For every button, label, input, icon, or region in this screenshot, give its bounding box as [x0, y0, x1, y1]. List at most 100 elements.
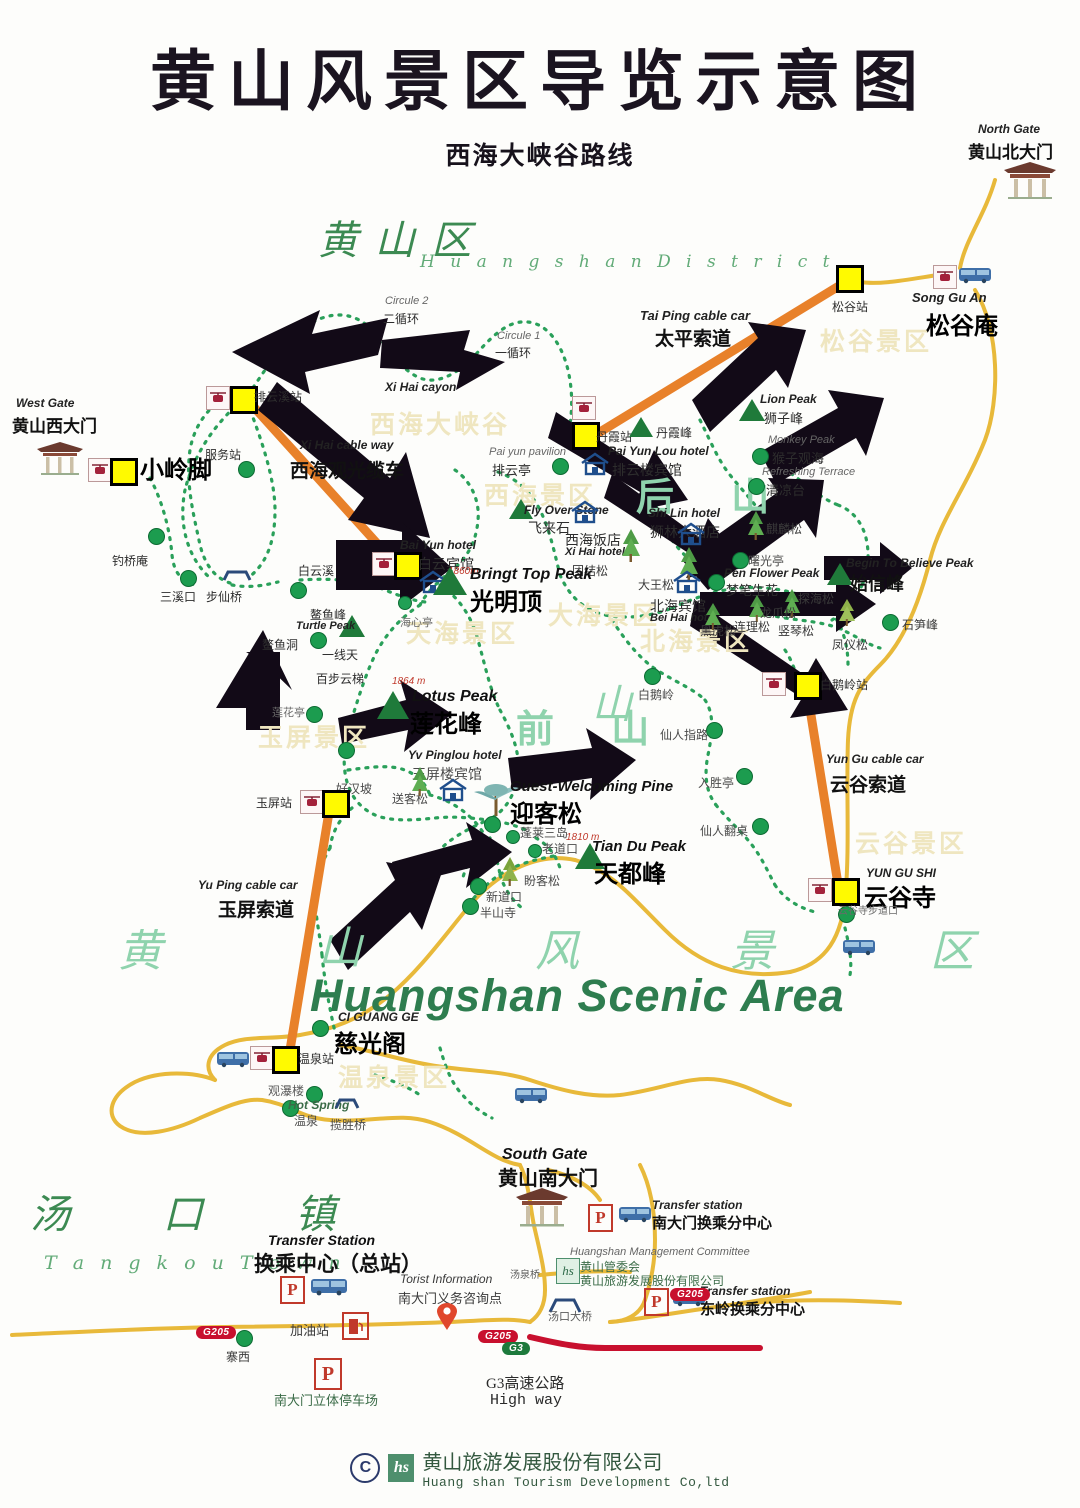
company-logo-icon: hs — [388, 1454, 415, 1482]
page-title: 黄山风景区导览示意图 — [150, 43, 930, 120]
node-shuguangting[interactable] — [732, 552, 749, 569]
cableline-xihai — [238, 390, 397, 565]
cablecar-icon-baieling[interactable] — [762, 672, 786, 696]
node-monkey-peak[interactable] — [752, 448, 769, 465]
cablecar-icon-paiyunxi[interactable] — [206, 386, 230, 410]
west-gate-label-cn: 黄山西大门 — [12, 417, 97, 436]
node-lianhuating[interactable] — [306, 706, 323, 723]
road-shield-g3: G3 — [502, 1342, 531, 1355]
lotus-peak-elevation: 1864 m — [392, 676, 426, 687]
scenic-label-tianhai: 天海景区 — [406, 619, 519, 648]
node-hotspring[interactable] — [282, 1100, 299, 1117]
station-yungusi[interactable] — [832, 878, 860, 906]
pine-icon-songkesong — [410, 766, 430, 796]
node-zhaixi[interactable] — [236, 1330, 253, 1347]
node-paiyun-pavilion[interactable] — [552, 458, 569, 475]
label-laodaokou: 老道口 — [542, 842, 579, 856]
label-fengyisong: 凤仪松 — [832, 638, 869, 652]
road-shield-g205-west: G205 — [196, 1326, 237, 1339]
cablecar-icon-wenquan[interactable] — [250, 1046, 274, 1070]
yungu-cablecar-label-cn: 云谷索道 — [830, 775, 907, 796]
node-guanpulou[interactable] — [306, 1086, 323, 1103]
node-banshansi[interactable] — [462, 898, 479, 915]
peak-icon-turtle — [338, 614, 366, 638]
refreshing-terrace-label-cn: 清凉台 — [766, 483, 806, 498]
xihai-canyon-label-en: Xi Hai cayon — [385, 380, 457, 394]
paiyun-pavilion-label-cn: 排云亭 — [492, 463, 532, 478]
refreshing-terrace-label-en: Refreshing Terrace — [762, 466, 856, 478]
hotspring-label-en: Hot Spring — [288, 1098, 350, 1112]
cablecar-icon-danxia[interactable] — [572, 396, 596, 420]
node-haixinting[interactable] — [398, 596, 412, 610]
cablecar-icon-yuping[interactable] — [300, 790, 324, 814]
station-danxia[interactable] — [572, 422, 600, 450]
cablecar-icon-songguan[interactable] — [933, 265, 957, 289]
label-tuanjiesong: 团结松 — [572, 564, 609, 578]
node-baieling[interactable] — [644, 668, 661, 685]
yungusi-label-en: YUN GU SHI — [866, 866, 937, 880]
copyright-icon: C — [350, 1453, 381, 1483]
node-diaoqiaoan[interactable] — [148, 528, 165, 545]
station-yuping-label: 玉屏站 — [256, 796, 293, 810]
south-gate-label-cn: 黄山南大门 — [498, 1168, 598, 1190]
node-penglai[interactable] — [506, 830, 520, 844]
bus-icon-south-transfer — [618, 1203, 652, 1223]
node-baiyunxi[interactable] — [290, 582, 307, 599]
yingkesong-label-cn: 迎客松 — [510, 801, 582, 828]
hotspring-label-cn: 温泉 — [294, 1114, 319, 1128]
feilaishi-label-en: Fly Over Stone — [524, 503, 609, 517]
station-xiaolingjiao-label: 小岭脚 — [140, 457, 212, 484]
tourist-info-label-cn: 南大门义务咨询点 — [398, 1291, 503, 1306]
node-shisunfeng[interactable] — [882, 614, 899, 631]
north-gate-label-en: North Gate — [978, 122, 1041, 136]
baiyun-hotel-label-cn: 白云宾馆 — [418, 556, 474, 572]
node-yingkesong[interactable] — [484, 816, 501, 833]
road-shield-g205-east: G205 — [670, 1288, 711, 1301]
node-ciguangge[interactable] — [312, 1020, 329, 1037]
xihai-cableway-label-cn: 西海观光缆车 — [290, 461, 405, 482]
scenic-label-songgu: 松谷景区 — [820, 327, 933, 356]
station-wenquan[interactable] — [272, 1046, 300, 1074]
node-refreshing-terrace[interactable] — [748, 478, 765, 495]
cablecar-icon-xiaolingjiao[interactable] — [88, 458, 112, 482]
south-gate-icon — [512, 1186, 572, 1228]
station-songgu[interactable] — [836, 265, 864, 293]
taiping-cablecar-label-cn: 太平索道 — [655, 329, 732, 350]
transfer-south-label-cn: 南大门换乘分中心 — [652, 1215, 773, 1232]
node-sanxikou[interactable] — [180, 570, 197, 587]
label-diaoqiaoan: 钓桥庵 — [112, 554, 149, 568]
node-fuwuzhan[interactable] — [238, 461, 255, 478]
node-xianrenfanzhuo[interactable] — [752, 818, 769, 835]
cablecar-icon-baiyun[interactable] — [372, 552, 396, 576]
node-aoyudong[interactable] — [310, 632, 327, 649]
peak-icon-lotus — [376, 690, 410, 720]
xihai-cableway-label-en: Xi Hai cable way — [300, 438, 394, 452]
node-xianrenzhilu[interactable] — [706, 722, 723, 739]
map-pin-icon-tourist-info — [437, 1303, 457, 1330]
parking-icon-east: P — [644, 1288, 669, 1316]
cablecar-icon-yungusi[interactable] — [808, 878, 832, 902]
station-paiyunxi[interactable] — [230, 386, 258, 414]
bus-icon-wenquan — [216, 1048, 250, 1068]
label-baieling: 白鹅岭 — [638, 688, 675, 702]
guangmingding-label-cn: 光明顶 — [470, 589, 542, 616]
peak-icon-tiandu — [574, 842, 606, 870]
guangmingding-elevation: 1860m — [448, 566, 479, 577]
station-xiaolingjiao[interactable] — [110, 458, 138, 486]
station-baieling[interactable] — [794, 672, 822, 700]
begin-to-believe-label-en: Begin To Believe Peak — [846, 556, 974, 570]
station-wenquan-label: 温泉站 — [298, 1052, 335, 1066]
footer-company-en: Huang shan Tourism Development Co,ltd — [422, 1475, 730, 1490]
node-yupinglou[interactable] — [338, 742, 355, 759]
node-rushengting[interactable] — [736, 768, 753, 785]
label-fuwuzhan: 服务站 — [205, 448, 242, 462]
node-laodaokou[interactable] — [528, 844, 542, 858]
highway-label-en: High way — [490, 1392, 563, 1409]
node-yungusi-trailhead[interactable] — [838, 906, 855, 923]
node-xindaokou[interactable] — [470, 878, 487, 895]
station-baiyun[interactable] — [394, 552, 422, 580]
scenic-char-1: 山 — [318, 923, 362, 974]
south-gate-label-en: South Gate — [502, 1146, 588, 1163]
station-yuping[interactable] — [322, 790, 350, 818]
node-mengbishenghua[interactable] — [708, 574, 725, 591]
